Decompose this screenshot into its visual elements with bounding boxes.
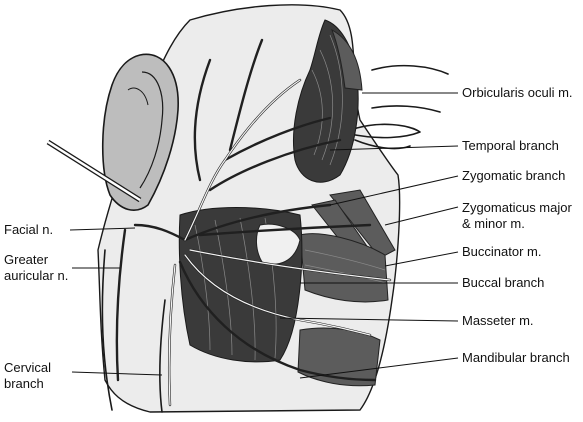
label-cervical-line1: Cervical: [4, 360, 51, 375]
label-orbicularis-oculi: Orbicularis oculi m.: [462, 85, 573, 100]
leader-zygomatic: [329, 175, 459, 206]
label-cervical-line2: branch: [4, 376, 44, 391]
leader-zygomaticus: [384, 206, 459, 226]
ear: [101, 53, 179, 211]
leader-cervical: [71, 371, 163, 376]
leader-buccinator: [384, 251, 459, 267]
eye-region: [349, 60, 450, 169]
masseter-muscle: [178, 207, 303, 363]
label-zygomatic-branch: Zygomatic branch: [462, 168, 565, 183]
label-mandibular-branch: Mandibular branch: [462, 350, 570, 365]
label-zygomaticus-line1: Zygomaticus major: [462, 200, 572, 215]
leader-facial: [69, 227, 136, 231]
label-buccinator: Buccinator m.: [462, 244, 541, 259]
lower-face-muscle: [297, 327, 381, 387]
leader-lines: [69, 92, 459, 379]
leader-masseter: [279, 317, 459, 322]
label-greater-auricular-line2: auricular n.: [4, 268, 68, 283]
retractor-probe: [46, 139, 142, 203]
label-temporal-branch: Temporal branch: [462, 138, 559, 153]
label-masseter: Masseter m.: [462, 313, 534, 328]
label-zygomaticus-line2: & minor m.: [462, 216, 525, 231]
label-facial-nerve: Facial n.: [4, 222, 53, 237]
leader-mandibular: [299, 357, 459, 379]
label-greater-auricular-line1: Greater: [4, 252, 49, 267]
label-buccal-branch: Buccal branch: [462, 275, 544, 290]
leader-temporal: [329, 145, 459, 151]
labels: Orbicularis oculi m. Temporal branch Zyg…: [4, 85, 573, 391]
buccinator-muscle: [299, 233, 389, 303]
neck-outline: [101, 249, 166, 413]
